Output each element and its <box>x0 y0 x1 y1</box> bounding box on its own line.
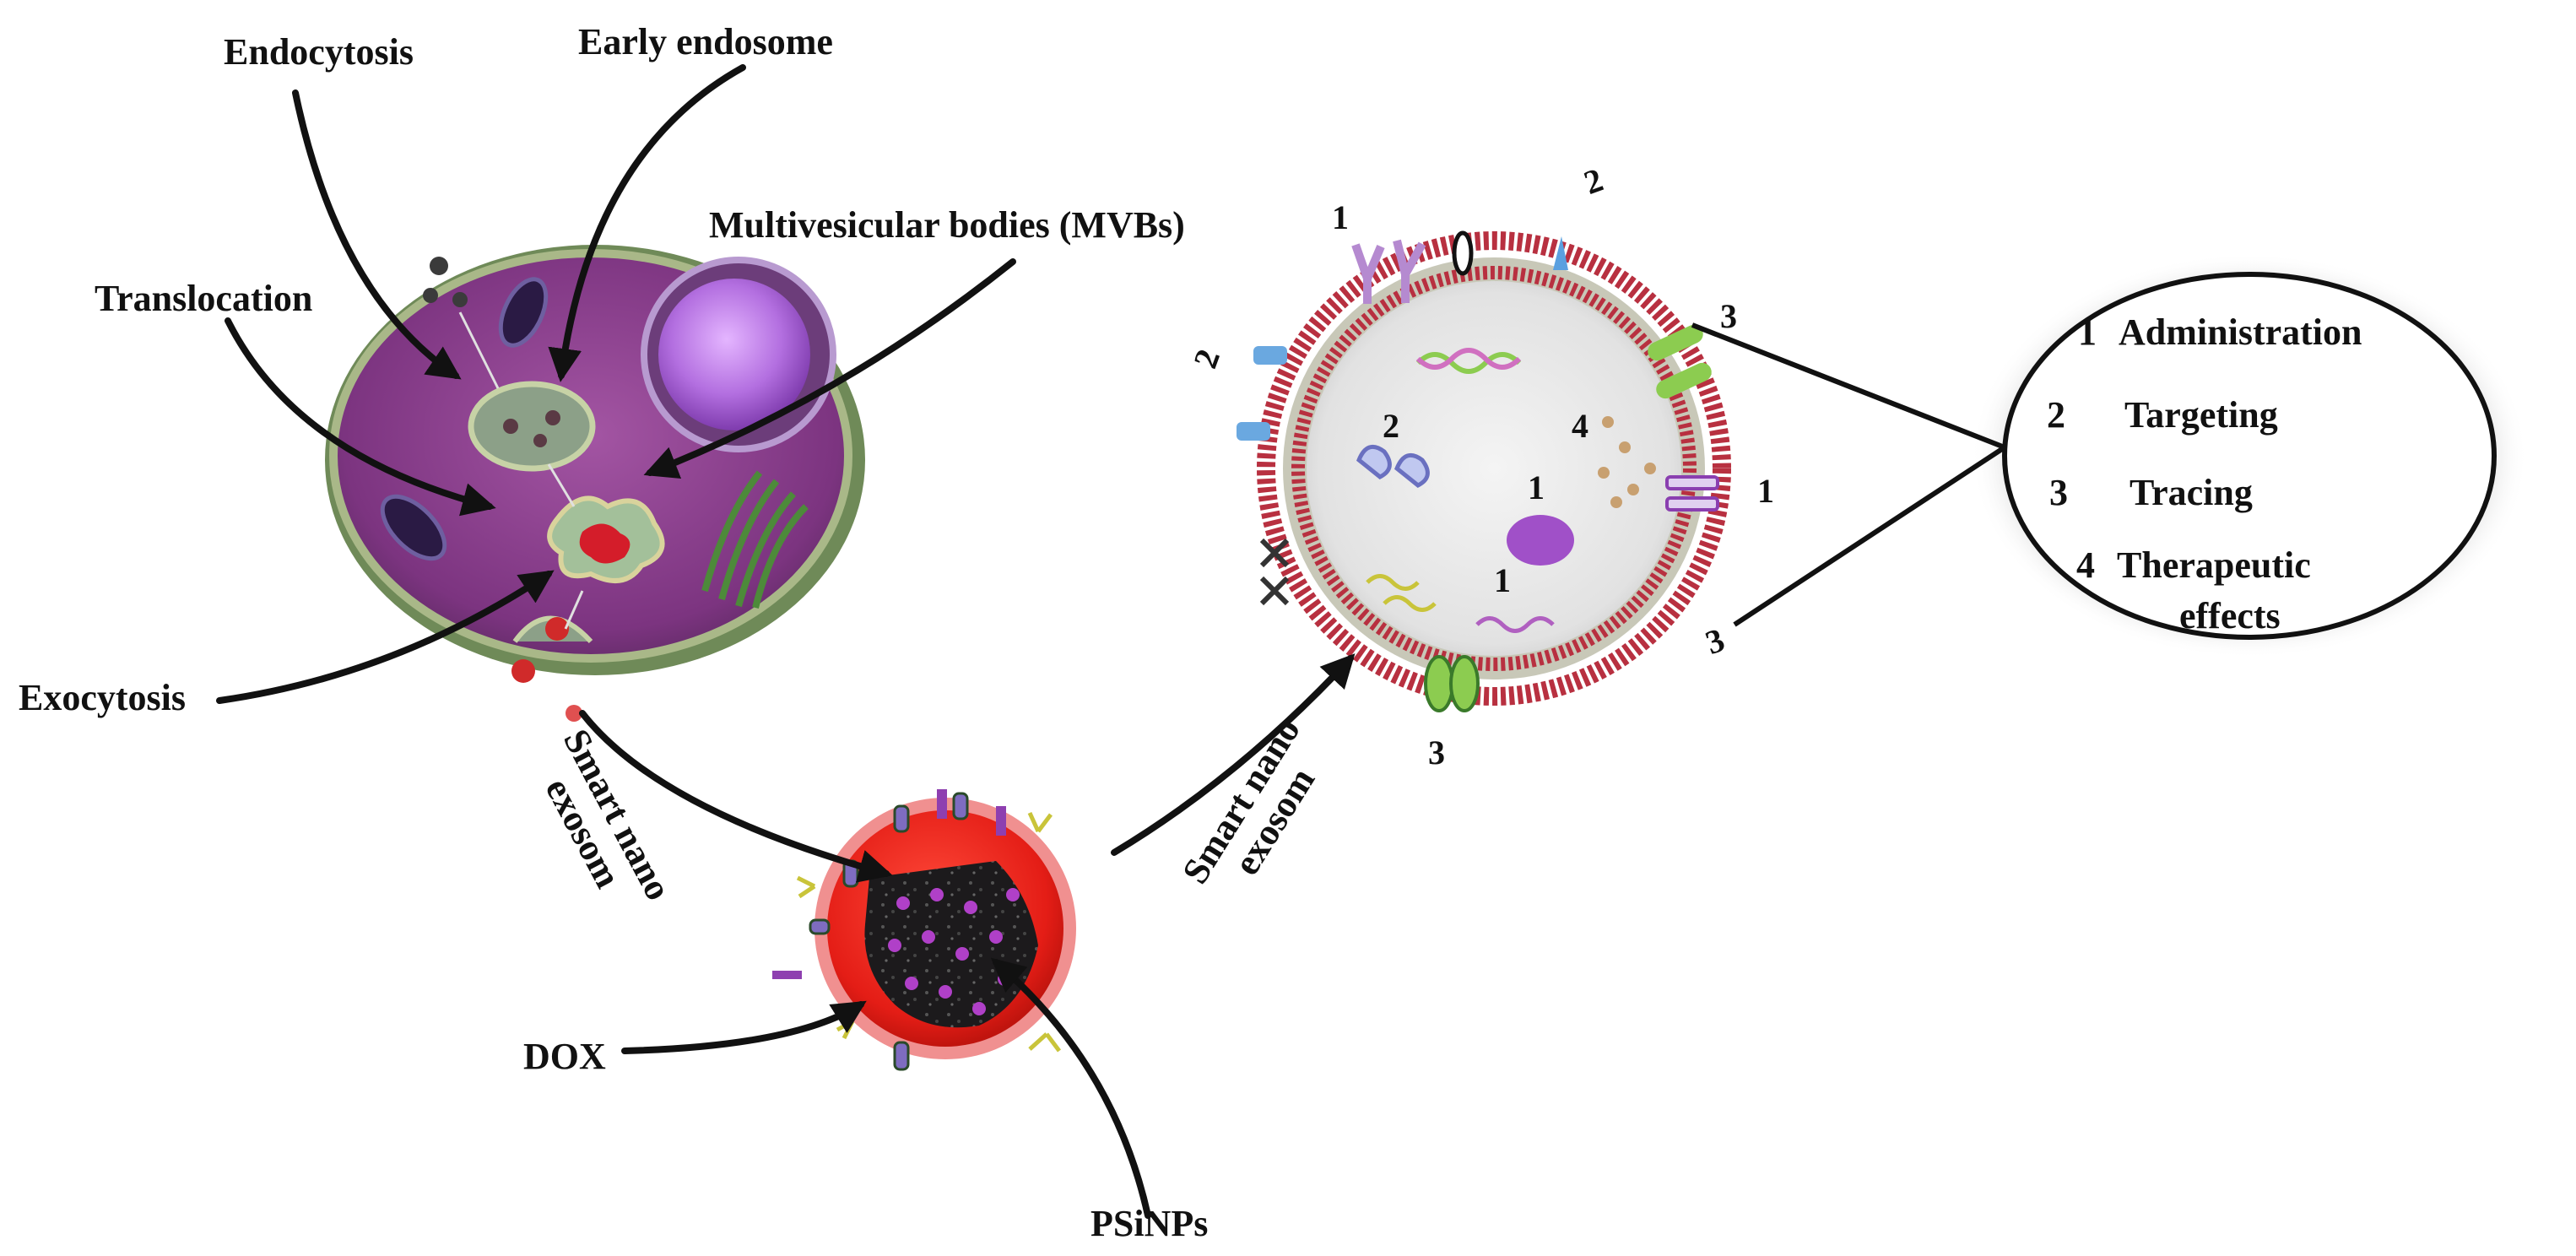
legend-item-1-num: 1 <box>2078 311 2097 353</box>
legend-item-4: 4 Therapeutic <box>2076 547 2311 584</box>
arrows <box>216 64 1356 1219</box>
multivesicular-body <box>547 495 665 583</box>
arrow-dox <box>621 1000 867 1054</box>
arrow-exocytosis <box>216 570 555 704</box>
exosome-lumen <box>1307 281 1681 656</box>
legend-connectors <box>1691 322 2006 627</box>
label-translocation: Translocation <box>95 278 313 319</box>
mitochondrion-top <box>498 277 549 348</box>
label-endocytosis: Endocytosis <box>224 31 414 73</box>
exosome-membrane-proteins <box>1237 230 1719 712</box>
golgi-apparatus <box>701 470 809 609</box>
mitochondrion-left <box>380 494 447 561</box>
exosome-number-4-inner: 4 <box>1572 407 1588 445</box>
exosome-number-1-mid: 1 <box>1528 468 1545 506</box>
arrow-translocation <box>225 317 496 517</box>
legend-item-1: 1 Administration <box>2078 314 2362 351</box>
surface-proteins <box>772 789 1061 1071</box>
exosome-number-1-top: 1 <box>1332 198 1349 236</box>
label-early-endosome: Early endosome <box>578 21 833 62</box>
arrow-psinps <box>990 957 1151 1219</box>
arrow-mvbs <box>643 258 1016 479</box>
arrow-to-nanoparticle <box>579 710 893 883</box>
external-particles <box>423 257 468 307</box>
legend-item-3-text: Tracing <box>2130 472 2253 513</box>
exosome-outer-leaflet <box>1257 231 1731 706</box>
legend-item-3-num: 3 <box>2049 472 2068 513</box>
label-dox: DOX <box>523 1036 606 1077</box>
legend-item-4-text: Therapeutic <box>2117 544 2311 586</box>
label-mvbs: Multivesicular bodies (MVBs) <box>709 204 1185 246</box>
trafficking-paths <box>458 311 584 630</box>
exosome-number-1-right: 1 <box>1757 472 1774 510</box>
exocytosis-vesicle <box>511 615 593 722</box>
arrow-early-endosome <box>548 64 746 382</box>
label-exocytosis: Exocytosis <box>19 677 186 718</box>
arrow-to-exosome <box>1111 653 1356 856</box>
exosome-inner-leaflet <box>1291 266 1697 671</box>
legend-item-2-text: Targeting <box>2124 394 2278 436</box>
exosome-number-3-bottom: 3 <box>1428 734 1445 771</box>
nucleus <box>641 257 836 452</box>
exosome-number-3-upper-right: 3 <box>1720 297 1737 335</box>
legend-item-2: 2 Targeting <box>2047 397 2278 434</box>
legend-group <box>1971 253 2528 658</box>
exosome-number-2-inner: 2 <box>1383 407 1399 445</box>
legend-item-1-text: Administration <box>2119 311 2362 353</box>
exosome <box>1237 230 1731 712</box>
legend-item-2-num: 2 <box>2047 394 2065 436</box>
legend-item-3: 3 Tracing <box>2049 474 2253 512</box>
legend-ellipse <box>2002 272 2497 640</box>
label-psinps: PSiNPs <box>1090 1203 1209 1244</box>
legend-item-4-num: 4 <box>2076 544 2095 586</box>
exosome-cargo <box>1356 348 1656 633</box>
arrow-endocytosis <box>292 89 462 380</box>
early-endosome <box>468 381 596 472</box>
legend-item-4-line2: effects <box>2179 595 2281 636</box>
exosome-number-1-low: 1 <box>1494 561 1511 599</box>
